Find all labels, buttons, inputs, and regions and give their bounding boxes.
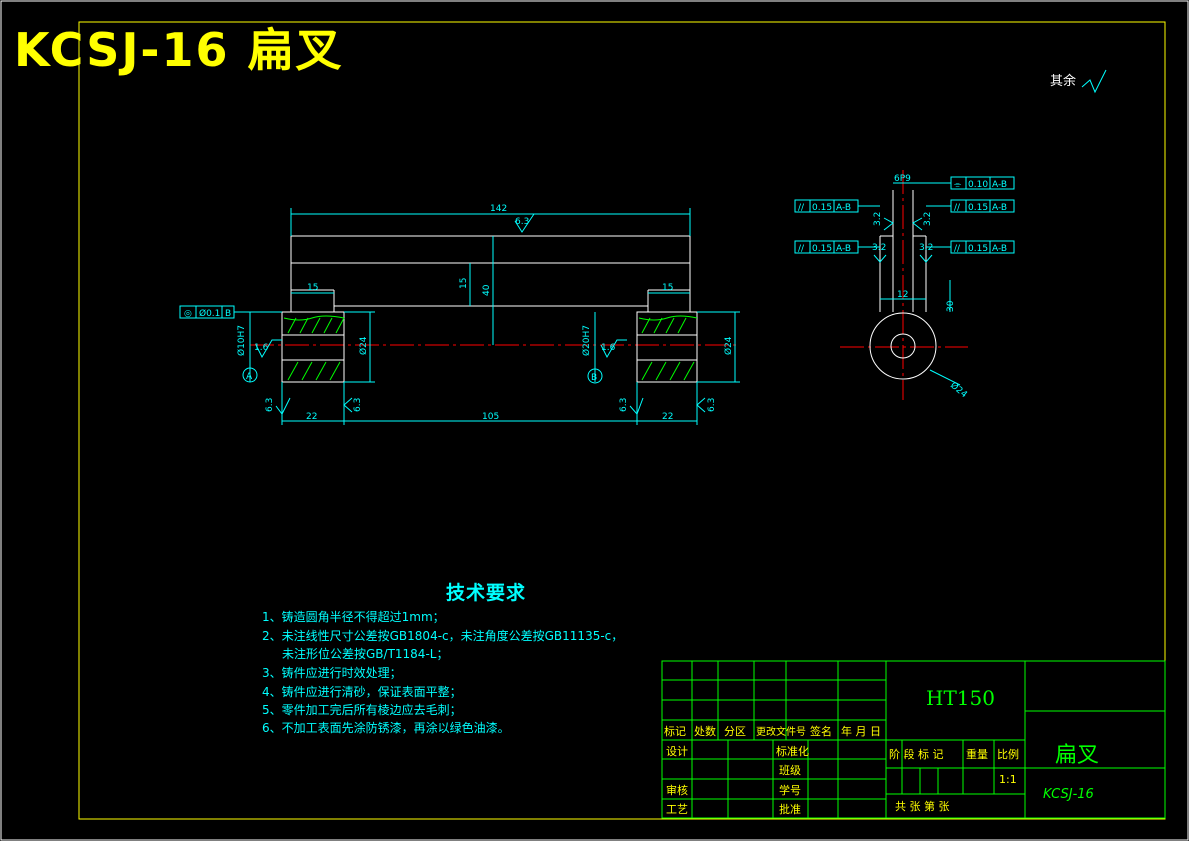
- gdt-1-datum: A-B: [836, 203, 851, 213]
- dim-slot-depth: 15: [459, 278, 469, 289]
- roughness-face-right-inner: 6.3: [619, 398, 629, 412]
- side-outline: [869, 190, 937, 380]
- label-class: 班级: [779, 764, 801, 777]
- label-design: 设计: [666, 745, 688, 758]
- tech-item-5: 5、零件加工完后所有棱边应去毛刺；: [262, 703, 462, 717]
- sheet-count: 共 张 第 张: [895, 800, 950, 813]
- gdt-symbol: ◎: [184, 309, 192, 319]
- dim-top-width: 6P9: [894, 174, 911, 184]
- side-dimensions: [794, 176, 1015, 386]
- dim-boss-width-right: 22: [662, 412, 673, 422]
- roughness-top: 6.3: [515, 217, 529, 227]
- dim-slot-width-left: 15: [307, 283, 318, 293]
- label-standardization: 标准化: [776, 745, 809, 758]
- rev-header-5: 年 月 日: [841, 725, 881, 738]
- drawing-border: [78, 21, 1166, 820]
- dim-height: 40: [482, 284, 492, 296]
- gdt-1-value: 0.15: [812, 203, 832, 213]
- front-dimensions: [179, 69, 1107, 425]
- gdt-0-symbol: ⌯: [954, 180, 962, 190]
- dim-slot-width: 12: [897, 290, 908, 300]
- side-roughness-0: 3.2: [873, 212, 883, 226]
- gdt-1-symbol: //: [798, 203, 805, 213]
- rev-header-4: 签名: [810, 725, 832, 738]
- label-weight: 重量: [966, 748, 988, 761]
- roughness-face-right-outer: 6.3: [707, 398, 717, 412]
- scale-value: 1:1: [999, 773, 1017, 786]
- label-student-id: 学号: [779, 784, 801, 797]
- tech-item-1: 1、铸造圆角半径不得超过1mm；: [262, 610, 445, 624]
- drawing-title: KCSJ-16 扁叉: [14, 23, 344, 77]
- dim-inner-length: 105: [482, 412, 499, 422]
- tech-requirements-heading: 技术要求: [446, 582, 527, 604]
- gdt-datum: B: [225, 309, 231, 319]
- gdt-0-value: 0.10: [968, 180, 988, 190]
- tech-item-6: 6、不加工表面先涂防锈漆，再涂以绿色油漆。: [262, 721, 510, 735]
- tech-item-4: 4、铸件应进行清砂，保证表面平整；: [262, 685, 462, 699]
- tech-item-2-cont: 未注形位公差按GB/T1184-L；: [282, 647, 449, 661]
- title-block-grid: [661, 660, 1166, 819]
- section-hatch: [283, 315, 698, 381]
- gdt-2-datum: A-B: [992, 203, 1007, 213]
- label-approve: 批准: [779, 803, 801, 816]
- roughness-bore-left: 1.6: [254, 343, 269, 353]
- tech-item-3: 3、铸件应进行时效处理；: [262, 666, 402, 680]
- drawing-number: KCSJ-16: [1043, 787, 1094, 802]
- roughness-note: 其余: [1050, 74, 1077, 89]
- roughness-face-left-inner: 6.3: [353, 398, 363, 412]
- gdt-3-datum: A-B: [836, 244, 851, 254]
- gdt-2-value: 0.15: [968, 203, 988, 213]
- gdt-4-value: 0.15: [968, 244, 988, 254]
- dim-dia-right: Ø24: [723, 336, 734, 355]
- label-scale: 比例: [997, 748, 1019, 761]
- gdt-tolerance: Ø0.1: [199, 308, 220, 319]
- side-view: 6P9 12 30 Ø24 3.2 3.2 3.2 3.2 ⌯ 0.10 A-B…: [794, 170, 1015, 401]
- dim-bore-right: Ø20H7: [581, 325, 592, 356]
- side-roughness-2: 3.2: [872, 243, 886, 253]
- rev-header-1: 处数: [694, 725, 716, 738]
- dim-side-dia: Ø24: [948, 380, 969, 401]
- roughness-face-left-outer: 6.3: [265, 398, 275, 412]
- side-roughness-1: 3.2: [923, 212, 933, 226]
- dim-slot-width-right: 15: [662, 283, 673, 293]
- rev-header-2: 分区: [724, 725, 746, 738]
- dim-dia-left: Ø24: [358, 336, 369, 355]
- roughness-bore-right: 1.6: [601, 343, 616, 353]
- gdt-0-datum: A-B: [992, 180, 1007, 190]
- material-label: HT150: [926, 686, 995, 710]
- dim-overall-length: 142: [490, 204, 507, 214]
- side-roughness-3: 3.2: [919, 243, 933, 253]
- label-process: 工艺: [666, 803, 688, 816]
- part-name-label: 扁叉: [1055, 743, 1100, 768]
- dim-depth: 30: [946, 300, 956, 312]
- fork-outline: [281, 235, 698, 383]
- label-stage-mark: 阶 段 标 记: [889, 748, 944, 761]
- label-review: 审核: [666, 784, 688, 797]
- datum-b-label: B: [591, 373, 597, 383]
- dim-boss-width-left: 22: [306, 412, 317, 422]
- gdt-3-symbol: //: [798, 244, 805, 254]
- gdt-2-symbol: //: [954, 203, 961, 213]
- tech-item-2: 2、未注线性尺寸公差按GB1804-c，未注角度公差按GB11135-c，: [262, 629, 624, 643]
- dim-bore-left: Ø10H7: [236, 325, 247, 356]
- gdt-4-datum: A-B: [992, 244, 1007, 254]
- datum-a-label: A: [246, 372, 253, 382]
- rev-header-0: 标记: [664, 725, 686, 738]
- gdt-4-symbol: //: [954, 244, 961, 254]
- gdt-3-value: 0.15: [812, 244, 832, 254]
- rev-header-3: 更改文件号: [756, 727, 806, 738]
- front-dim-text: 142 15 15 15 40 22 22 105 Ø10H7 Ø20H7 Ø2…: [184, 204, 734, 422]
- front-view: 142 15 15 15 40 22 22 105 Ø10H7 Ø20H7 Ø2…: [179, 69, 1107, 425]
